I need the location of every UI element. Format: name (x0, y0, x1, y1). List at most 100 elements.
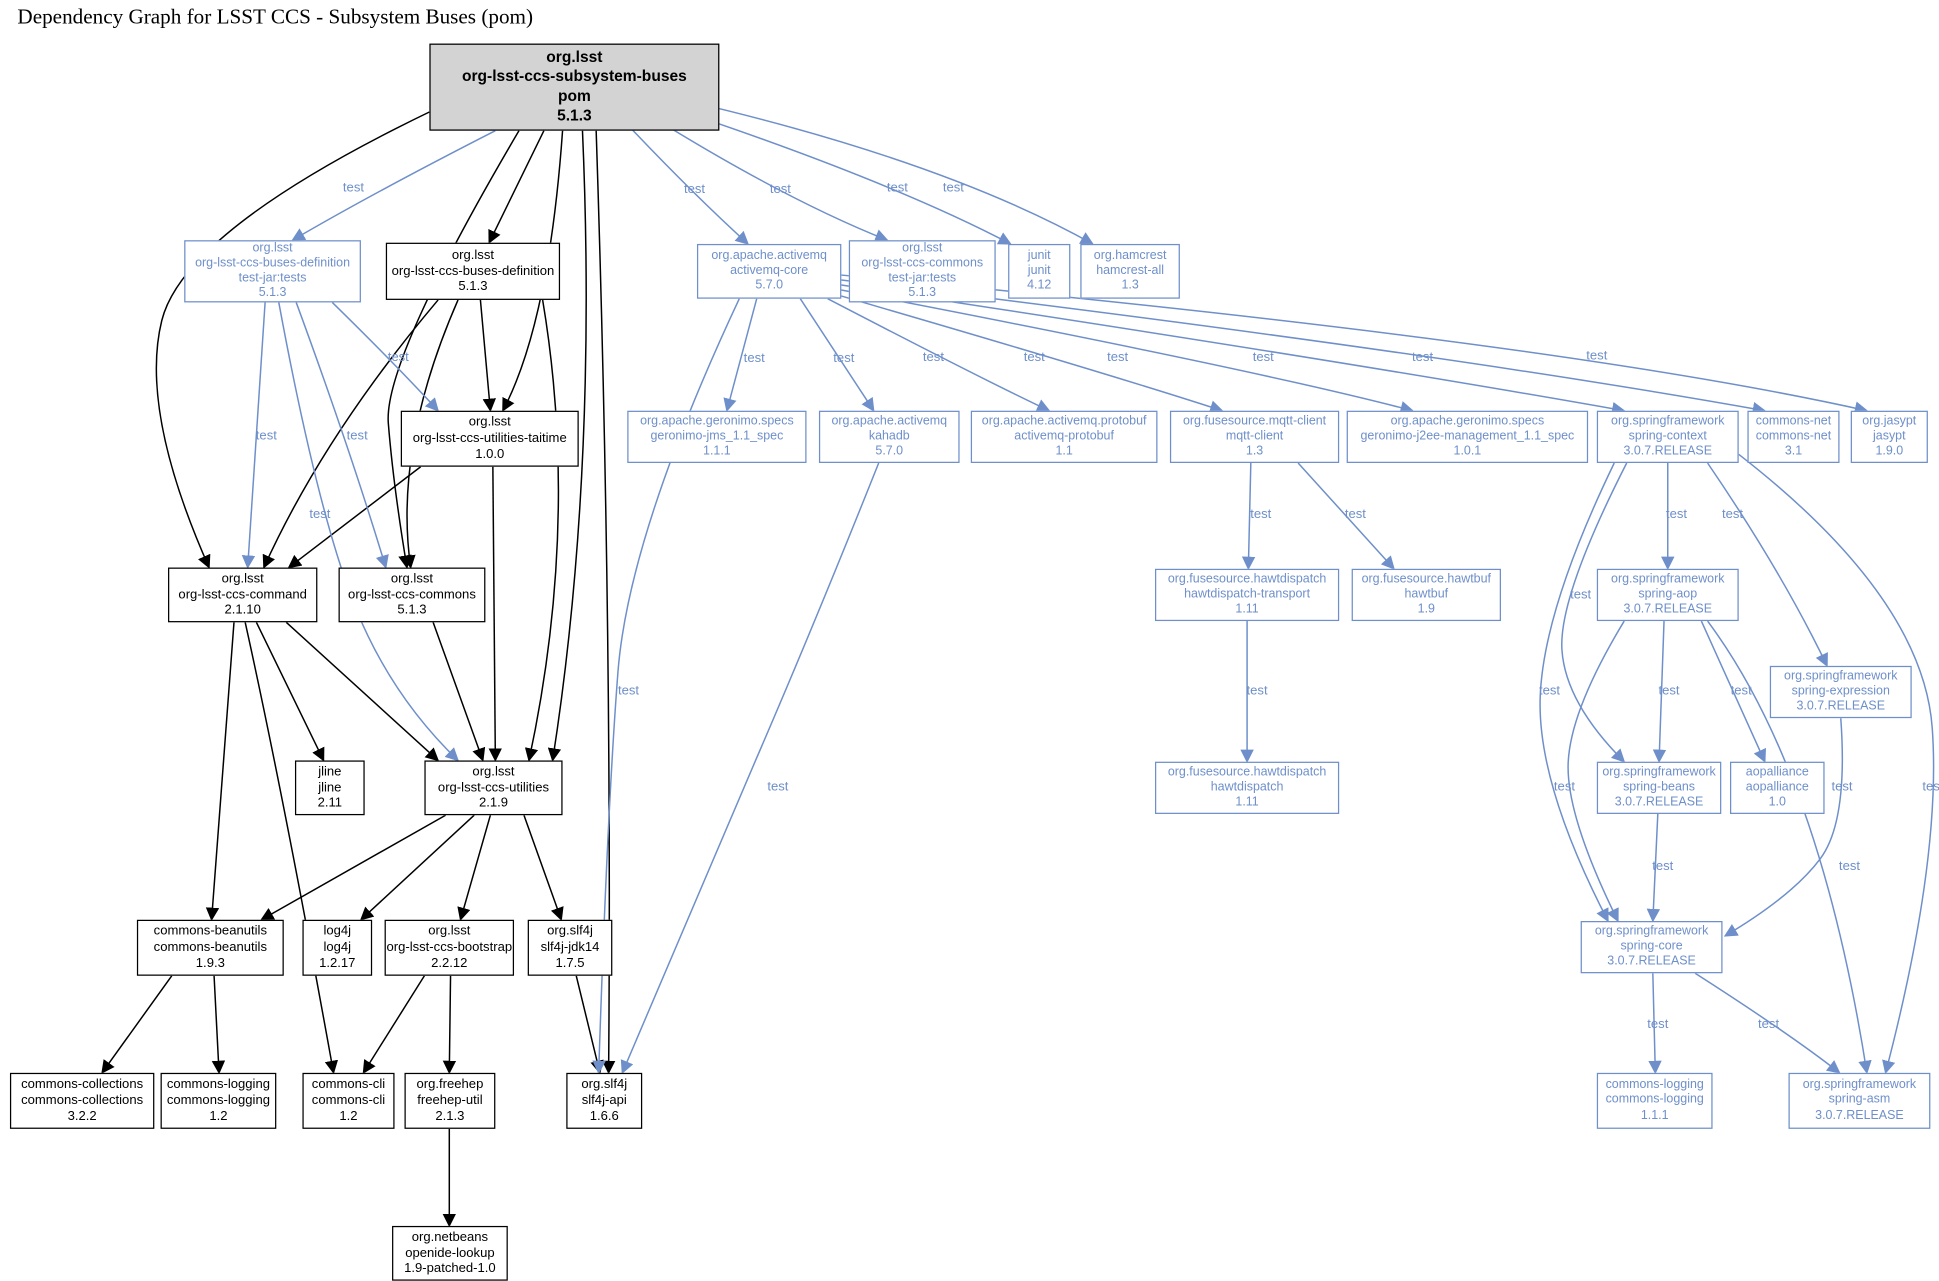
node-line: test-jar:tests (888, 271, 957, 286)
node-line: spring-aop (1638, 587, 1698, 602)
node-line: org.jasypt (1862, 414, 1917, 428)
node-line: org.hamcrest (1093, 248, 1167, 263)
node-line: org.fusesource.hawtbuf (1361, 572, 1491, 586)
node-line: hamcrest-all (1096, 263, 1164, 278)
node-line: spring-core (1620, 939, 1683, 954)
node-line: org.apache.activemq (711, 248, 827, 263)
node-line: org.lsst (468, 414, 511, 430)
edge-activemq-core-to-geronimo-jms (723, 298, 758, 413)
node-line: slf4j-jdk14 (540, 939, 600, 955)
node-line: 4.12 (1027, 278, 1052, 293)
edge-kahadb-to-slf4j-api (620, 462, 880, 1075)
node-line: org.lsst (252, 240, 293, 255)
node-line: commons-net (1755, 414, 1832, 428)
node-line: org.lsst (428, 923, 471, 939)
node-line: 2.2.12 (431, 955, 468, 971)
node-line: 1.0.0 (475, 446, 505, 462)
node-line: org.apache.activemq (831, 414, 948, 428)
node-line: pom (557, 87, 591, 105)
node-line: 3.2.2 (67, 1108, 97, 1124)
node-line: org.fusesource.mqtt-client (1182, 414, 1327, 428)
node-line: 1.0 (1768, 795, 1786, 810)
node-line: commons-beanutils (153, 939, 267, 955)
node-line: 5.1.3 (908, 286, 937, 301)
node-line: org-lsst-ccs-utilities-taitime (412, 430, 567, 446)
node-line: org.springframework (1611, 572, 1725, 586)
node-line: 1.0.1 (1453, 444, 1482, 459)
node-line: commons-beanutils (153, 923, 267, 939)
edge-activemq-core-to-j2ee (841, 289, 1414, 415)
node-line: activemq-core (730, 263, 809, 278)
edge-root-to-command (155, 111, 430, 569)
edge-command-to-beanutils (205, 622, 235, 922)
node-line: org-lsst-ccs-buses-definition (195, 256, 351, 270)
node-line: jline (318, 779, 342, 795)
node-line: commons-collections (21, 1076, 144, 1092)
edge-activemq-core-to-protobuf (827, 298, 1051, 412)
node-line: commons-logging (1605, 1078, 1704, 1092)
node-line: spring-asm (1828, 1093, 1891, 1107)
node-line: jline (318, 763, 342, 779)
edge-root-to-busdef-tests (291, 130, 496, 241)
edge-slf4j-jdk14-to-slf4j-api (575, 975, 604, 1075)
node-line: hawtdispatch (1210, 780, 1284, 794)
node-line: jasypt (1873, 429, 1906, 443)
node-line: org.fusesource.hawtdispatch (1167, 572, 1327, 586)
edge-activemq-core-to-spring-context (841, 284, 1626, 416)
edge-bootstrap-to-freehep (442, 975, 457, 1075)
edge-root-to-commons-tests (648, 113, 889, 242)
node-line: 1.1 (1055, 444, 1073, 459)
edge-utilities-to-slf4j-jdk14 (523, 814, 564, 922)
edge-root-to-junit (669, 106, 1012, 245)
node-line: junit (1027, 248, 1051, 263)
node-line: org.apache.geronimo.specs (1390, 414, 1545, 428)
node-line: 5.1.3 (557, 106, 592, 124)
edge-activemq-core-to-kahadb (799, 298, 875, 412)
node-line: 3.0.7.RELEASE (1796, 699, 1886, 714)
edge-root-to-hamcrest (691, 101, 1094, 245)
node-line: 3.0.7.RELEASE (1607, 954, 1696, 969)
edge-taitime-to-command (287, 466, 422, 569)
node-line: freehep-util (417, 1092, 483, 1108)
node-line: org.freehep (416, 1076, 484, 1092)
node-line: aopalliance (1745, 780, 1809, 794)
node-line: 1.6.6 (589, 1108, 619, 1124)
node-line: org.apache.activemq.protobuf (981, 414, 1147, 428)
node-line: org-lsst-ccs-commons (861, 256, 984, 270)
edge-beanutils-to-collections (101, 975, 173, 1074)
edge-root-to-utilities (547, 130, 587, 762)
edge-activemq-core-to-mqtt (837, 294, 1224, 414)
node-line: org-lsst-ccs-command (178, 586, 307, 602)
diagram-title: Dependency Graph for LSST CCS - Subsyste… (17, 4, 534, 29)
edge-spring-context-to-spring-asm (1738, 453, 1935, 1075)
node-line: 2.1.9 (478, 795, 509, 811)
node-line: 1.3 (1245, 444, 1264, 459)
edge-busdef-tests-to-commons (295, 302, 389, 569)
edge-utilities-to-bootstrap (457, 815, 492, 922)
node-line: org-lsst-ccs-subsystem-buses (461, 67, 687, 86)
node-line: openide-lookup (405, 1245, 495, 1261)
node-line: org.netbeans (411, 1229, 489, 1245)
node-line: 5.7.0 (875, 444, 904, 459)
